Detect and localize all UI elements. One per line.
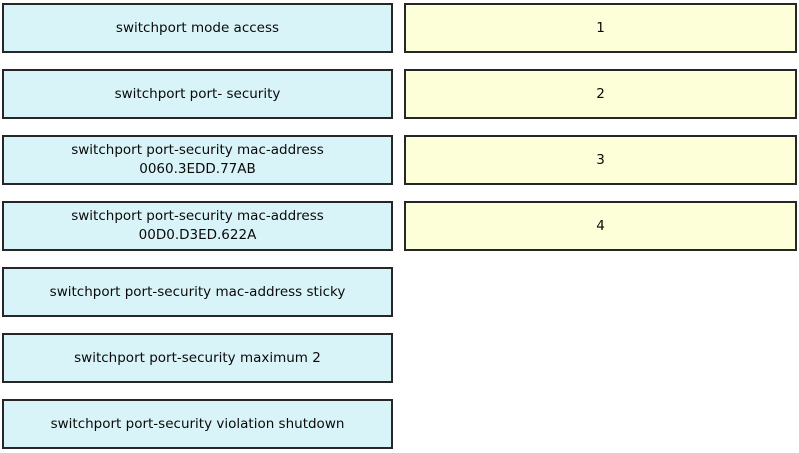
targets-column: 1 2 3 4 [404,3,797,251]
command-text: switchport port-security mac-address 006… [71,141,324,179]
command-line1: switchport port- security [114,85,281,102]
command-line2: 00D0.D3ED.622A [138,227,257,243]
command-line1: switchport port-security mac-address [71,208,324,224]
command-box[interactable]: switchport port-security mac-address 006… [2,135,393,185]
command-box[interactable]: switchport mode access [2,3,393,53]
drop-target-number: 2 [596,86,605,102]
drop-target-number: 3 [596,152,605,168]
command-box[interactable]: switchport port- security [2,69,393,119]
command-text: switchport port- security [115,85,281,104]
command-box[interactable]: switchport port-security mac-address 00D… [2,201,393,251]
command-line1: switchport port-security maximum 2 [74,349,321,366]
command-line1: switchport port-security mac-address [71,142,324,158]
command-box[interactable]: switchport port-security mac-address sti… [2,267,393,317]
command-line1: switchport mode access [115,19,280,36]
command-box[interactable]: switchport port-security maximum 2 [2,333,393,383]
command-text: switchport port-security mac-address sti… [50,283,346,302]
command-text: switchport port-security violation shutd… [51,415,345,434]
command-box[interactable]: switchport port-security violation shutd… [2,399,393,449]
drop-target-number: 4 [596,218,605,234]
drop-target-box[interactable]: 3 [404,135,797,185]
commands-column: switchport mode access switchport port- … [2,3,393,449]
drop-target-box[interactable]: 1 [404,3,797,53]
command-text: switchport port-security mac-address 00D… [71,207,324,245]
command-text: switchport mode access [116,19,279,38]
command-line1: switchport port-security violation shutd… [50,415,345,432]
command-line2: 0060.3EDD.77AB [139,161,256,177]
drop-target-box[interactable]: 4 [404,201,797,251]
command-line1: switchport port-security mac-address sti… [49,283,346,300]
command-text: switchport port-security maximum 2 [74,349,321,368]
drop-target-number: 1 [596,20,605,36]
drop-target-box[interactable]: 2 [404,69,797,119]
